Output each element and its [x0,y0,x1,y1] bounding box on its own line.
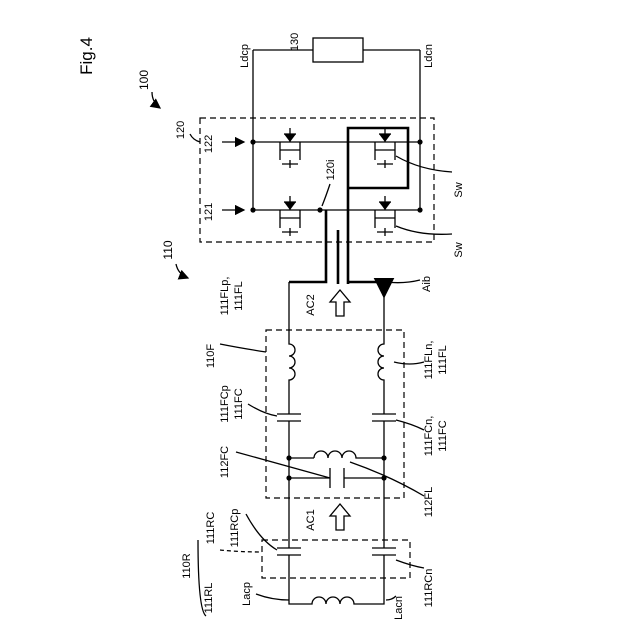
rcp-label: 111RCp [229,509,241,548]
figure-title: Fig.4 [77,37,96,75]
flp-label-1: 111FLp, [219,277,231,316]
converter-arrow [176,264,188,278]
ldcp-label: Ldcp [239,44,251,68]
capacitor-rcp [277,540,301,592]
capacitor-fcp [277,414,301,450]
inductor-112fl [314,451,384,458]
node-dot [250,207,255,212]
system-label: 100 [137,70,151,90]
fcn-leader [396,420,424,430]
converter-label: 110 [161,240,175,259]
capacitor-112fc [330,468,344,488]
lacp-leader [256,594,289,600]
system-arrow [152,92,160,108]
arm-upper-label: 122 [203,135,215,153]
bridge-box [200,118,434,242]
fc112-leader [236,452,330,478]
rcp-leader [246,514,277,550]
current-path-left-in [289,210,326,282]
fcn-label-2: 111FC [437,420,449,451]
sw-lower-leader [396,226,452,234]
node-dot [286,475,291,480]
load-130: 130 Ldcp Ldcn [239,33,435,142]
inductor-fln [378,330,384,414]
flp-label-2: 111FL [233,281,245,311]
converter-callout: 110 [161,240,188,278]
aib-leader [386,280,420,283]
ac2-label: AC2 [305,294,317,315]
ac1-label: AC1 [305,509,317,530]
sw-upper-label: Sw [453,182,465,197]
aib-label: Aib [421,276,433,292]
ac1-indicator: AC1 [305,504,350,531]
filter-label: 110F [205,344,217,369]
input-box [262,540,410,578]
rc-label: 111RC [205,512,217,545]
sw-upper-leader [396,156,452,172]
fc112-label: 112FC [219,446,231,478]
lacn-label: Lacn [393,596,405,620]
switch-lower-right [375,196,395,236]
fl112-leader [350,462,424,496]
rcn-label: 111RCn [423,569,435,608]
fln-label-1: 111FLn, [423,341,435,380]
filter-leader [220,344,266,352]
node-dot [417,207,422,212]
current-path-loop [348,128,408,284]
fln-leader [394,362,424,364]
current-path-right [348,282,384,296]
bridge-120: 120 [175,118,465,258]
ac1-arrow [330,504,350,530]
node-dot [286,455,291,460]
fcp-leader [248,404,277,416]
bridge-leader [190,134,200,142]
arm-lower-label: 121 [203,203,215,221]
switch-upper-right [375,128,395,168]
inductor-lac [289,592,384,604]
fcn-label-1: 111FCn, [423,416,435,457]
ldcn-label: Ldcn [423,44,435,68]
ac2-arrow [330,290,350,316]
ac2-indicator: AC2 [305,290,350,316]
input-label: 110R [181,553,193,579]
node-dot [250,139,255,144]
inductor-flp [289,330,295,414]
filter-110f: 110F 111FLp, 111FL 111FLn, 111FL 111FCp … [205,277,449,518]
fcp-label-1: 111FCp [219,385,231,423]
node-dot [317,207,322,212]
load-label: 130 [289,33,301,51]
bridge-input-leader [322,184,330,206]
switch-upper-left [280,128,300,168]
rl-label: 111RL [203,583,215,614]
current-path [289,128,408,296]
capacitor-fcn [372,414,396,450]
bridge-input-label: 120i [325,160,337,181]
capacitor-rcn [372,540,396,592]
node-dot [381,455,386,460]
switch-lower-left [280,196,300,236]
system-callout: 100 [137,70,160,108]
lacp-label: Lacp [241,582,253,606]
rc-leader [220,550,262,552]
bridge-label: 120 [175,121,187,139]
node-dot [417,139,422,144]
sw-lower-label: Sw [453,242,465,257]
load-resistor [313,38,363,62]
fcp-label-2: 111FC [233,388,245,419]
fln-label-2: 111FL [437,345,449,375]
fl112-label: 112FL [423,487,435,517]
